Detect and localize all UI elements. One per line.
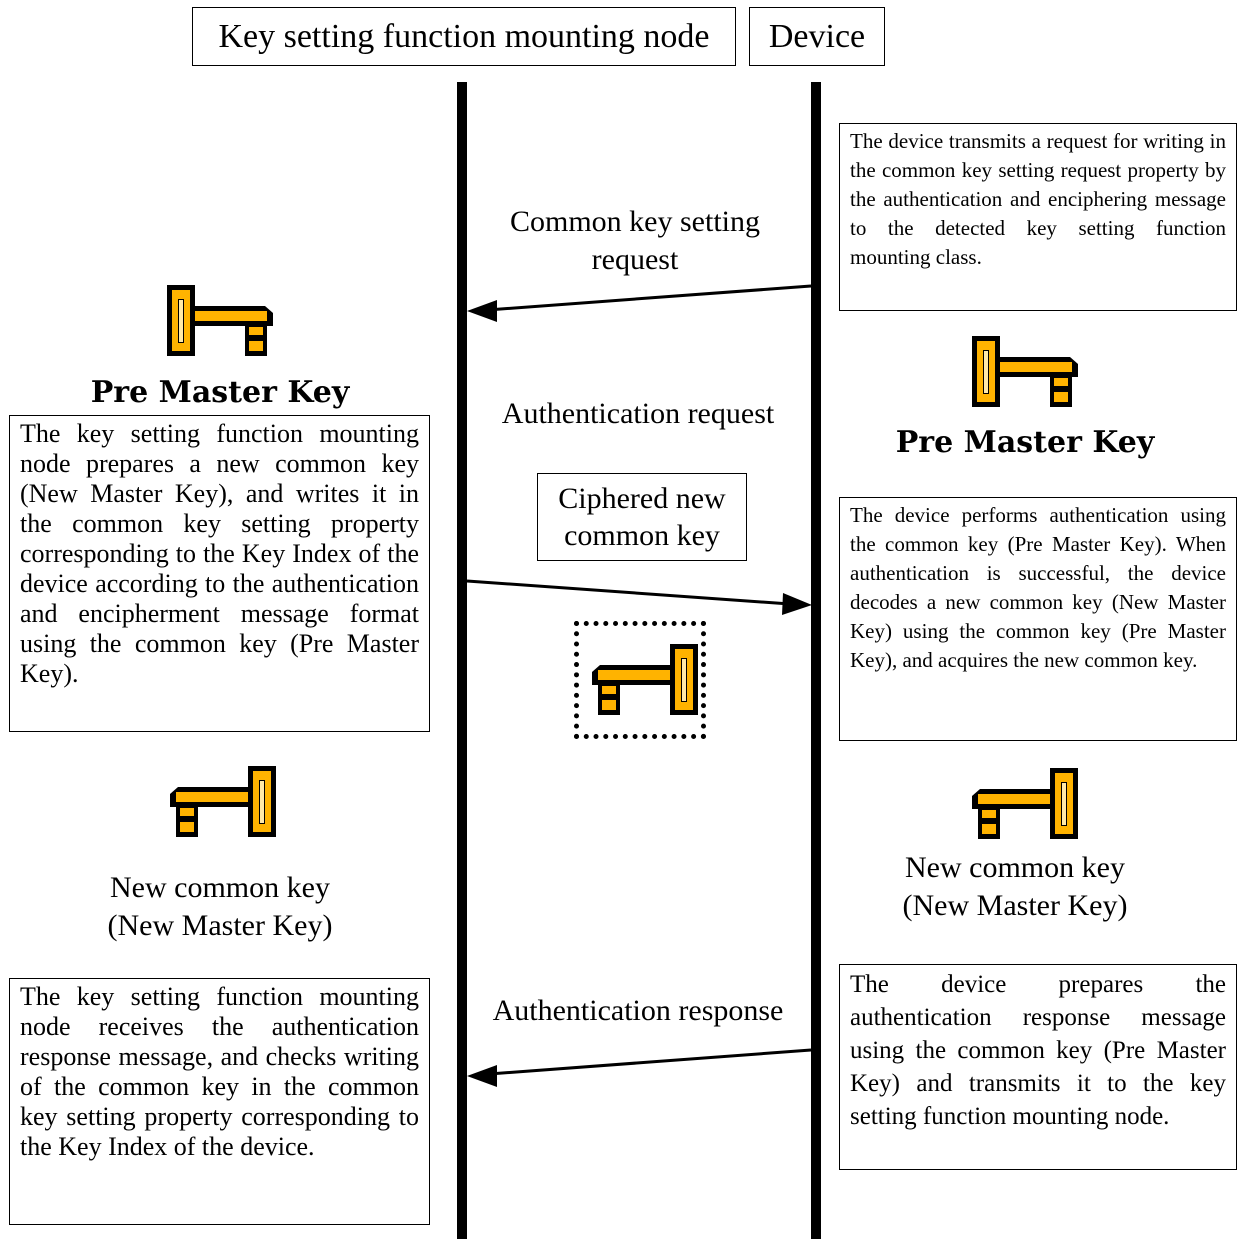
pre-master-key-icon (167, 285, 273, 356)
right-pre-master-key-label: Pre Master Key (895, 425, 1155, 460)
arrow-authentication-response (467, 1048, 812, 1087)
right-note-prepare-response: The device prepares the authentication r… (839, 964, 1237, 1170)
node-header-label: Key setting function mounting node (218, 17, 710, 55)
node-lifeline (457, 82, 467, 1239)
left-note-check-response: The key setting function mounting node r… (9, 978, 430, 1225)
left-note-write-new-key: The key setting function mounting node p… (9, 415, 430, 732)
authentication-response-label: Authentication response (492, 994, 784, 1027)
left-pre-master-key-label: Pre Master Key (90, 375, 350, 410)
right-note-authentication: The device performs authentication using… (839, 497, 1237, 741)
right-new-key-caption: New common key (New Master Key) (902, 851, 1128, 922)
left-new-key-caption: New common key (New Master Key) (107, 871, 333, 942)
node-header: Key setting function mounting node (192, 7, 736, 66)
device-lifeline (811, 82, 821, 1239)
arrow-common-key-setting-request (467, 284, 812, 322)
common-key-setting-request-label: Common key setting request (510, 205, 760, 276)
ciphered-key-icon (592, 644, 698, 715)
new-master-key-icon (170, 766, 276, 837)
ciphered-key-dotted-frame (574, 621, 706, 739)
ciphered-new-common-key-box: Ciphered new common key (537, 473, 747, 561)
authentication-request-label: Authentication request (501, 397, 775, 430)
pre-master-key-icon (972, 336, 1078, 407)
right-note-transmit-request: The device transmits a request for writi… (839, 123, 1237, 311)
device-header-label: Device (768, 17, 866, 55)
arrow-ciphered-new-common-key (466, 579, 812, 615)
device-header: Device (749, 7, 885, 66)
new-master-key-icon (972, 768, 1078, 839)
